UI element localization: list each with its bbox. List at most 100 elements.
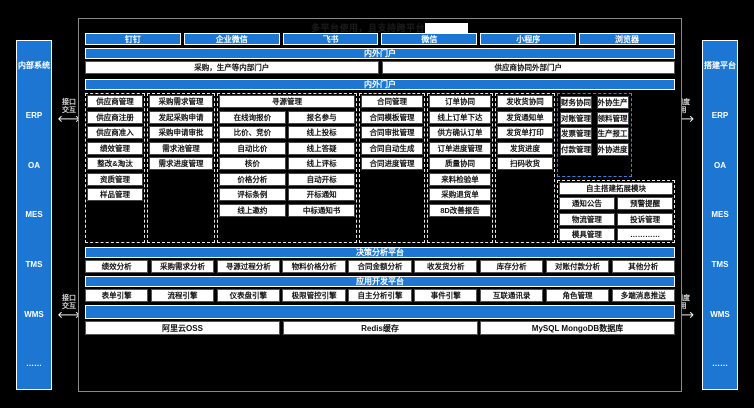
module-item-5-2[interactable]: 发货进度 bbox=[497, 141, 553, 155]
channel-0[interactable]: 钉钉 bbox=[85, 33, 181, 45]
channel-1[interactable]: 企业微信 bbox=[183, 33, 280, 45]
module-item-3-1[interactable]: 合同审批管理 bbox=[361, 126, 423, 139]
rail-item-right-4[interactable]: TMS bbox=[711, 260, 729, 270]
module-header-0[interactable]: 供应商管理 bbox=[87, 95, 143, 108]
decision-item-7[interactable]: 对账付款分析 bbox=[545, 260, 610, 273]
infra-item-2[interactable]: MySQL MongoDB数据库 bbox=[480, 321, 675, 335]
rail-item-left-0[interactable]: 内部系统 bbox=[18, 61, 50, 71]
module-item-2-1-1[interactable]: 线上投标 bbox=[288, 126, 355, 139]
app-item-2[interactable]: 仪表盘引擎 bbox=[216, 289, 280, 302]
module-item-2-0-4[interactable]: 价格分析 bbox=[219, 172, 286, 186]
extension-item-1-1[interactable]: 投诉管理 bbox=[617, 212, 673, 226]
module-item-2-0-2[interactable]: 自动比价 bbox=[219, 141, 286, 155]
extension-item-1-0[interactable]: 预警提醒 bbox=[617, 197, 673, 210]
rail-item-left-5[interactable]: WMS bbox=[24, 309, 44, 319]
module-item-3-0[interactable]: 合同模板管理 bbox=[361, 110, 423, 124]
decision-item-5[interactable]: 收发货分析 bbox=[414, 260, 478, 273]
module-item-2-0-6[interactable]: 线上邀约 bbox=[219, 203, 286, 217]
module-item-0-3[interactable]: 整改&淘汰 bbox=[87, 157, 143, 170]
module-header-5[interactable]: 发收货协同 bbox=[497, 95, 553, 108]
extension-item-1-2[interactable]: ………… bbox=[617, 228, 673, 241]
rail-item-right-2[interactable]: OA bbox=[714, 160, 726, 170]
rail-item-left-1[interactable]: ERP bbox=[25, 110, 43, 120]
module-item-2-1-2[interactable]: 线上答疑 bbox=[288, 141, 355, 155]
module-item-4-6[interactable]: 8D改善报告 bbox=[429, 203, 491, 217]
module-item-6-1[interactable]: 发票管理 bbox=[560, 127, 592, 140]
decision-item-4[interactable]: 合同金额分析 bbox=[348, 260, 412, 273]
module-item-6-0[interactable]: 对账管理 bbox=[560, 111, 592, 125]
channel-5[interactable]: 浏览器 bbox=[579, 33, 675, 45]
module-item-4-3[interactable]: 质量协同 bbox=[429, 157, 491, 170]
extension-item-0-2[interactable]: 模具管理 bbox=[559, 228, 615, 241]
decision-item-3[interactable]: 物料价格分析 bbox=[282, 260, 346, 273]
module-item-3-2[interactable]: 合同自动生成 bbox=[361, 141, 423, 155]
module-item-5-3[interactable]: 扫码收货 bbox=[497, 157, 553, 170]
extension-item-0-0[interactable]: 通知公告 bbox=[559, 197, 615, 210]
app-item-0[interactable]: 表单引擎 bbox=[85, 289, 149, 302]
app-item-6[interactable]: 互联通讯录 bbox=[479, 289, 544, 302]
module-item-2-0-1[interactable]: 比价、竞价 bbox=[219, 126, 286, 139]
module-header-7[interactable]: 外协生产 bbox=[596, 96, 629, 109]
module-item-2-0-5[interactable]: 评标条例 bbox=[219, 188, 286, 201]
module-item-1-1[interactable]: 采购申请审批 bbox=[149, 126, 213, 139]
portal-0[interactable]: 采购，生产等内部门户 bbox=[85, 61, 379, 74]
module-item-3-3[interactable]: 合同进度管理 bbox=[361, 157, 423, 170]
module-item-1-0[interactable]: 发起采购申请 bbox=[149, 110, 213, 124]
rail-item-left-2[interactable]: OA bbox=[28, 160, 40, 170]
module-item-0-1[interactable]: 供应商准入 bbox=[87, 126, 143, 139]
module-item-2-1-6[interactable]: 中标通知书 bbox=[288, 203, 355, 217]
app-item-8[interactable]: 多端消息推送 bbox=[611, 289, 675, 302]
decision-item-2[interactable]: 寻源过程分析 bbox=[216, 260, 280, 273]
module-item-0-4[interactable]: 资质管理 bbox=[87, 172, 143, 186]
app-item-7[interactable]: 角色管理 bbox=[545, 289, 610, 302]
module-item-2-1-0[interactable]: 报名参与 bbox=[288, 110, 355, 124]
rail-item-right-6[interactable]: …… bbox=[712, 359, 728, 369]
module-item-2-1-5[interactable]: 开标通知 bbox=[288, 188, 355, 201]
module-item-2-0-3[interactable]: 核价 bbox=[219, 157, 286, 170]
rail-item-right-1[interactable]: ERP bbox=[711, 110, 729, 120]
portal-1[interactable]: 供应商协同外部门户 bbox=[381, 61, 675, 74]
channel-3[interactable]: 微信 bbox=[381, 33, 478, 45]
module-item-4-0[interactable]: 线上订单下达 bbox=[429, 110, 491, 124]
module-item-5-1[interactable]: 发货单打印 bbox=[497, 126, 553, 139]
infra-item-0[interactable]: 阿里云OSS bbox=[85, 321, 280, 335]
channel-4[interactable]: 小程序 bbox=[480, 33, 577, 45]
decision-item-6[interactable]: 库存分析 bbox=[479, 260, 544, 273]
decision-item-1[interactable]: 采购需求分析 bbox=[150, 260, 215, 273]
module-header-1[interactable]: 采购需求管理 bbox=[149, 95, 213, 108]
module-item-4-1[interactable]: 供方确认订单 bbox=[429, 126, 491, 139]
module-item-0-0[interactable]: 供应商注册 bbox=[87, 110, 143, 124]
module-header-2[interactable]: 寻源管理 bbox=[219, 95, 355, 108]
app-item-5[interactable]: 事件引擎 bbox=[414, 289, 478, 302]
module-item-5-0[interactable]: 发货通知单 bbox=[497, 110, 553, 124]
rail-item-left-4[interactable]: TMS bbox=[25, 260, 43, 270]
module-item-7-1[interactable]: 生产报工 bbox=[596, 127, 629, 140]
channel-2[interactable]: 飞书 bbox=[282, 33, 379, 45]
infra-item-1[interactable]: Redis缓存 bbox=[282, 321, 478, 335]
module-item-1-3[interactable]: 需求进度管理 bbox=[149, 157, 213, 170]
module-item-0-2[interactable]: 绩效管理 bbox=[87, 141, 143, 155]
module-item-2-1-4[interactable]: 自动开标 bbox=[288, 172, 355, 186]
module-item-2-0-0[interactable]: 在线询报价 bbox=[219, 110, 286, 124]
module-header-4[interactable]: 订单协同 bbox=[429, 95, 491, 108]
decision-item-0[interactable]: 绩效分析 bbox=[85, 260, 149, 273]
rail-item-left-3[interactable]: MES bbox=[25, 210, 43, 220]
extension-header[interactable]: 自主搭建拓展模块 bbox=[559, 181, 673, 195]
module-item-0-5[interactable]: 样品管理 bbox=[87, 188, 143, 201]
rail-item-right-0[interactable]: 搭建平台 bbox=[704, 61, 736, 71]
module-item-7-0[interactable]: 领料管理 bbox=[596, 111, 629, 125]
rail-item-right-3[interactable]: MES bbox=[711, 210, 729, 220]
decision-item-8[interactable]: 其他分析 bbox=[611, 260, 675, 273]
app-item-3[interactable]: 极限管控引擎 bbox=[282, 289, 346, 302]
module-item-1-2[interactable]: 需求池管理 bbox=[149, 141, 213, 155]
module-header-3[interactable]: 合同管理 bbox=[361, 95, 423, 108]
module-item-7-2[interactable]: 外协进度 bbox=[596, 142, 629, 156]
app-item-4[interactable]: 自主分析引擎 bbox=[348, 289, 412, 302]
module-item-4-2[interactable]: 订单进度管理 bbox=[429, 141, 491, 155]
extension-item-0-1[interactable]: 物流管理 bbox=[559, 212, 615, 226]
module-item-6-2[interactable]: 付款管理 bbox=[560, 142, 592, 156]
rail-item-left-6[interactable]: …… bbox=[26, 359, 42, 369]
rail-item-right-5[interactable]: WMS bbox=[710, 309, 730, 319]
app-item-1[interactable]: 流程引擎 bbox=[150, 289, 215, 302]
module-item-4-5[interactable]: 采购退货单 bbox=[429, 188, 491, 201]
